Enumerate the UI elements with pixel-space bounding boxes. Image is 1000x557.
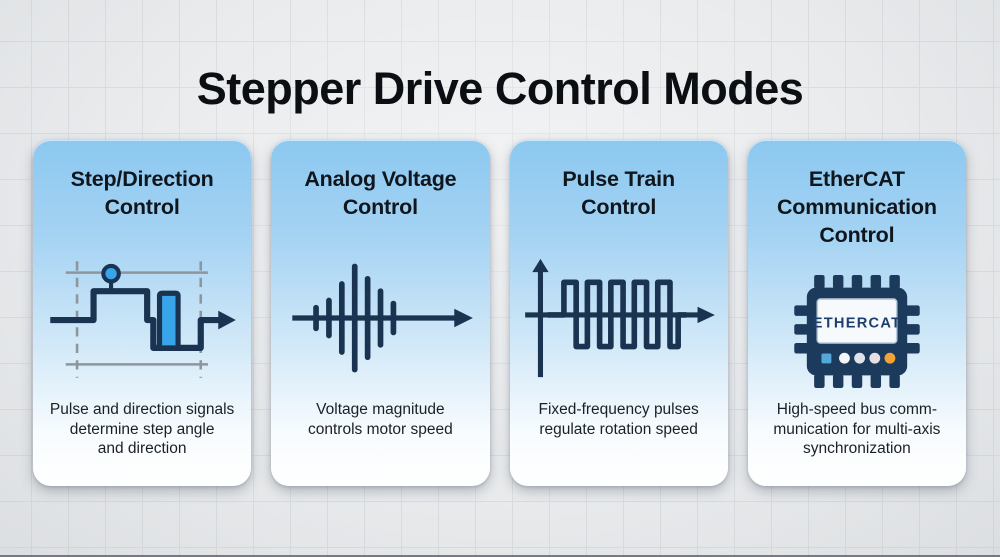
card-ethercat: EtherCAT Communication Control bbox=[747, 140, 966, 486]
bottom-edge-line bbox=[0, 555, 1000, 557]
card-description-line: munication for multi-axis bbox=[773, 420, 941, 438]
card-description: High-speed bus comm- munication for mult… bbox=[773, 400, 940, 482]
card-title-line: Control bbox=[104, 195, 180, 219]
ethercat-chip-icon: ETHERCAT bbox=[794, 275, 920, 388]
pulse-train-waveform-icon bbox=[524, 258, 715, 377]
card-icon-area bbox=[510, 221, 728, 400]
card-title-line: Communication bbox=[776, 195, 937, 219]
card-title: Analog Voltage Control bbox=[304, 165, 456, 221]
card-description: Pulse and direction signals determine st… bbox=[50, 400, 234, 482]
card-description-line: determine step angle bbox=[69, 420, 215, 438]
card-analog-voltage: Analog Voltage Control bbox=[271, 140, 490, 486]
page-title: Stepper Drive Control Modes bbox=[196, 63, 804, 115]
card-description: Fixed-frequency pulses regulate rotation… bbox=[539, 400, 699, 482]
card-icon-area: ETHERCAT bbox=[748, 249, 966, 400]
cards-row: Step/Direction Control bbox=[33, 140, 966, 486]
card-title-line: Pulse Train bbox=[562, 167, 675, 191]
card-pulse-train: Pulse Train Control Fixed-frequency puls… bbox=[509, 140, 728, 486]
card-description-line: Pulse and direction signals bbox=[49, 401, 235, 418]
card-description-line: synchronization bbox=[803, 440, 911, 457]
card-description-line: and direction bbox=[97, 440, 187, 457]
card-title: Pulse Train Control bbox=[562, 165, 675, 221]
card-title-line: Control bbox=[819, 223, 895, 247]
card-description-line: Fixed-frequency pulses bbox=[538, 401, 699, 418]
analog-voltage-waveform-icon bbox=[292, 263, 474, 372]
card-title-line: Step/Direction bbox=[70, 167, 214, 191]
card-icon-area bbox=[271, 221, 489, 400]
chip-label-text: ETHERCAT bbox=[813, 315, 902, 331]
card-description-line: regulate rotation speed bbox=[539, 420, 698, 438]
card-title: EtherCAT Communication Control bbox=[777, 165, 937, 249]
card-description: Voltage magnitude controls motor speed bbox=[308, 400, 453, 482]
card-description-line: High-speed bus comm- bbox=[776, 401, 937, 418]
card-title: Step/Direction Control bbox=[71, 165, 214, 221]
card-icon-area bbox=[33, 221, 251, 400]
card-title-line: EtherCAT bbox=[808, 167, 905, 191]
step-direction-waveform-icon bbox=[50, 260, 236, 378]
card-title-line: Control bbox=[581, 195, 657, 219]
card-title-line: Analog Voltage bbox=[304, 167, 457, 191]
card-description-line: controls motor speed bbox=[308, 420, 453, 438]
card-description-line: Voltage magnitude bbox=[316, 401, 445, 418]
card-step-direction: Step/Direction Control bbox=[33, 140, 252, 486]
card-title-line: Control bbox=[342, 195, 418, 219]
